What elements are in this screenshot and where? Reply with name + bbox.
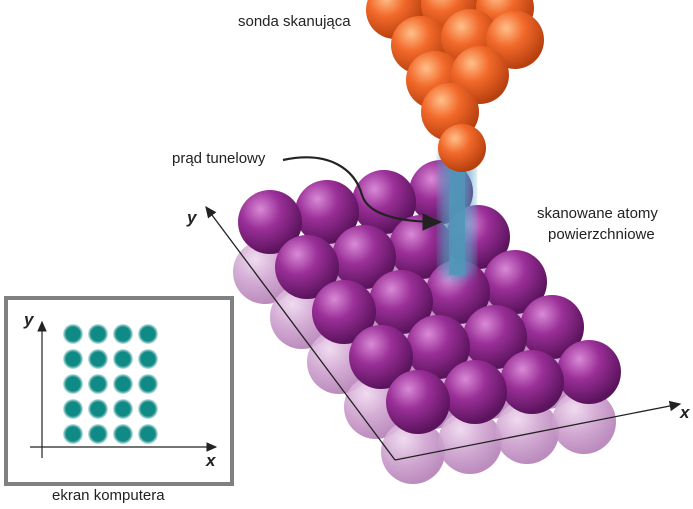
surface-atom	[275, 235, 339, 299]
surface-atom	[389, 215, 453, 279]
3d-axes	[205, 205, 682, 461]
screen-dot	[113, 324, 133, 344]
surface-atom	[406, 315, 470, 379]
surface-atom	[500, 350, 564, 414]
screen-dot	[138, 424, 158, 444]
screen-dot	[63, 424, 83, 444]
lower-atom	[438, 410, 502, 474]
screen-dot	[113, 374, 133, 394]
screen-x-axis-label: x	[206, 451, 216, 470]
surface-atom	[295, 180, 359, 244]
screen-dot	[88, 399, 108, 419]
surface-atoms-label-1: skanowane atomy	[537, 205, 658, 222]
screen-dot	[88, 324, 108, 344]
surface-atom	[332, 225, 396, 289]
screen-dot	[113, 424, 133, 444]
screen-dot	[113, 399, 133, 419]
surface-atom	[443, 360, 507, 424]
surface-atom	[557, 340, 621, 404]
surface-atom	[369, 270, 433, 334]
screen-label: ekran komputera	[52, 487, 165, 504]
lower-atom	[495, 400, 559, 464]
screen-dot	[138, 374, 158, 394]
screen-dot	[138, 324, 158, 344]
screen-dot	[63, 399, 83, 419]
surface-atom	[463, 305, 527, 369]
surface-atom	[312, 280, 376, 344]
surface-atom	[483, 250, 547, 314]
y-axis-label: y	[187, 208, 197, 227]
screen-dot	[63, 349, 83, 369]
screen-dot	[63, 324, 83, 344]
screen-dot	[63, 374, 83, 394]
tunnel-current-arrow	[282, 156, 443, 231]
lower-atom	[381, 420, 445, 484]
surface-atoms-label-2: powierzchniowe	[548, 226, 655, 243]
surface-atom	[238, 190, 302, 254]
surface-atom	[426, 260, 490, 324]
surface-atom	[520, 295, 584, 359]
screen-dot	[138, 399, 158, 419]
computer-screen	[4, 296, 234, 486]
surface-atom	[386, 370, 450, 434]
x-axis	[394, 400, 682, 461]
probe-atom	[438, 124, 486, 172]
screen-y-axis-label: y	[24, 310, 34, 329]
x-axis-label: x	[680, 403, 690, 422]
screen-dot	[88, 374, 108, 394]
tunnel-current-label: prąd tunelowy	[172, 150, 266, 167]
screen-dot	[138, 349, 158, 369]
tunnel-current-beam	[440, 140, 474, 280]
surface-atom	[349, 325, 413, 389]
screen-dot	[113, 349, 133, 369]
screen-dot	[88, 349, 108, 369]
y-axis	[205, 205, 396, 461]
lower-atom	[552, 390, 616, 454]
probe-label: sonda skanująca	[238, 13, 351, 30]
screen-dot	[88, 424, 108, 444]
